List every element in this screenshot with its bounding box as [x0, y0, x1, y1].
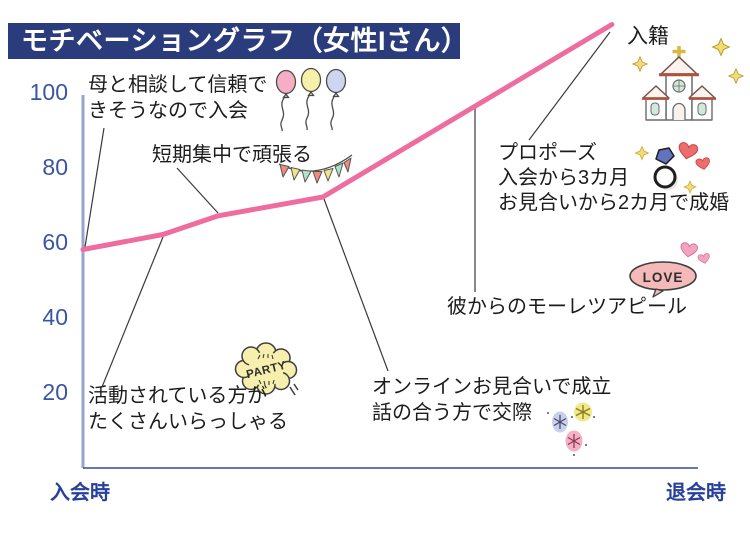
annotation-effort: 短期集中で頑張る	[152, 144, 312, 166]
sparkle-icon	[728, 68, 744, 84]
y-tick-label: 20	[42, 379, 68, 405]
church-icon	[632, 37, 744, 121]
heart-icon	[679, 241, 699, 259]
annotation-join: 母と相談して信頼で きそうなので入会	[88, 74, 268, 122]
y-tick-label: 60	[42, 229, 68, 255]
annotation-members: 活動されている方が たくさんいらっしゃる	[88, 385, 288, 433]
fireworks-icon	[547, 402, 595, 456]
bunting-icon	[278, 154, 353, 184]
callout-effort	[176, 167, 219, 214]
x-axis-label-end: 退会時	[666, 482, 726, 504]
callout-online	[323, 198, 389, 372]
annotation-marriage: 入籍	[627, 25, 669, 48]
callout-lines	[84, 31, 611, 388]
balloons-icon	[275, 67, 347, 132]
callout-join	[84, 127, 105, 248]
annotation-propose: プロポーズ 入会から3カ月 お見合いから2カ月で成婚	[498, 142, 730, 214]
annotation-online: オンラインお見合いで成立 話の合う方で交際	[372, 376, 612, 424]
sparkle-icon	[711, 37, 731, 57]
motivation-line	[80, 22, 615, 252]
y-tick-label: 100	[29, 79, 68, 105]
sparkle-icon	[632, 56, 648, 72]
ring-icon	[634, 141, 712, 194]
love-bubble-label: LOVE	[643, 270, 684, 285]
x-axis-label-start: 入会時	[50, 482, 110, 504]
page-title: モチベーショングラフ（女性Iさん）	[8, 23, 468, 59]
party-bubble-icon: PARTY	[234, 342, 299, 396]
y-tick-label: 40	[42, 304, 68, 330]
heart-icon	[697, 252, 712, 265]
y-tick-label: 80	[42, 154, 68, 180]
love-bubble-icon: LOVE	[629, 241, 712, 298]
callout-members	[101, 236, 164, 388]
annotation-appeal: 彼からのモーレツアピール	[447, 296, 687, 318]
callout-propose	[528, 31, 611, 141]
